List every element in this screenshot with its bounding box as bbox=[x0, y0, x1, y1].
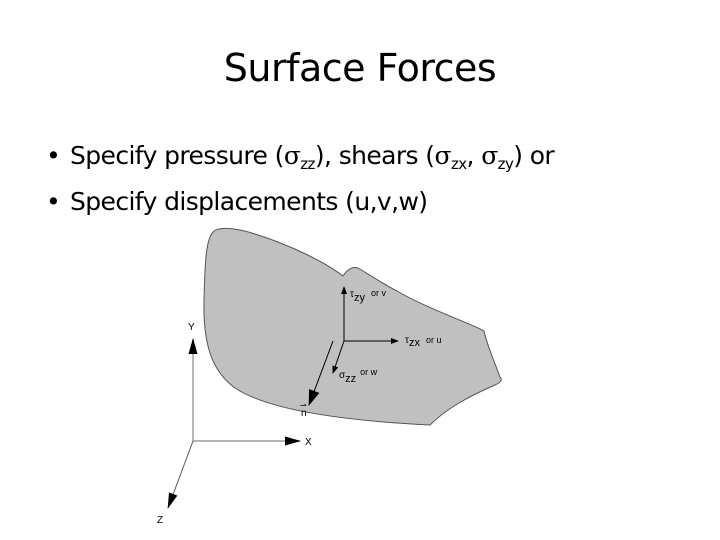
z-axis bbox=[167, 440, 194, 509]
bullet-text-mid: ), shears ( bbox=[314, 141, 435, 170]
y-axis-label: Y bbox=[188, 322, 195, 333]
sigma-symbol: σ bbox=[283, 141, 301, 170]
bullet-text-sep: , bbox=[466, 141, 482, 170]
subscript-zx: zx bbox=[450, 155, 467, 173]
force-vectors bbox=[308, 286, 399, 406]
z-axis-label: Z bbox=[157, 515, 163, 526]
normal-vector-label: n bbox=[301, 408, 307, 419]
bullet-text-prefix: Specify pressure ( bbox=[70, 141, 284, 170]
subscript-zz: zz bbox=[300, 155, 315, 173]
slide-title: Surface Forces bbox=[223, 46, 497, 90]
body-surface-shape bbox=[203, 227, 502, 426]
subscript-zy: zy bbox=[497, 155, 514, 173]
bullet-item-displacements: • Specify displacements (u,v,w) bbox=[46, 179, 554, 225]
bullet-text-suffix: ) or bbox=[513, 141, 555, 170]
x-axis-label: X bbox=[305, 437, 312, 448]
sigma-symbol: σ bbox=[434, 141, 451, 170]
bullet-item-forces: •Specify pressure (σzz), shears (σzx, σz… bbox=[46, 133, 555, 179]
global-axes bbox=[167, 338, 301, 509]
bullet-list: •Specify pressure (σzz), shears (σzx, σz… bbox=[46, 133, 555, 225]
sigma-zz-label: σzzor w bbox=[339, 367, 378, 385]
sigma-symbol: σ bbox=[481, 141, 498, 170]
normal-vector-overline: ⇀ bbox=[300, 401, 307, 410]
bullet-marker: • bbox=[46, 141, 61, 170]
normal-vector-arrow bbox=[308, 340, 334, 406]
sigma-zz-arrow bbox=[332, 340, 345, 374]
bullet-marker: • bbox=[46, 187, 61, 216]
bullet-text: Specify displacements (u,v,w) bbox=[70, 187, 428, 216]
